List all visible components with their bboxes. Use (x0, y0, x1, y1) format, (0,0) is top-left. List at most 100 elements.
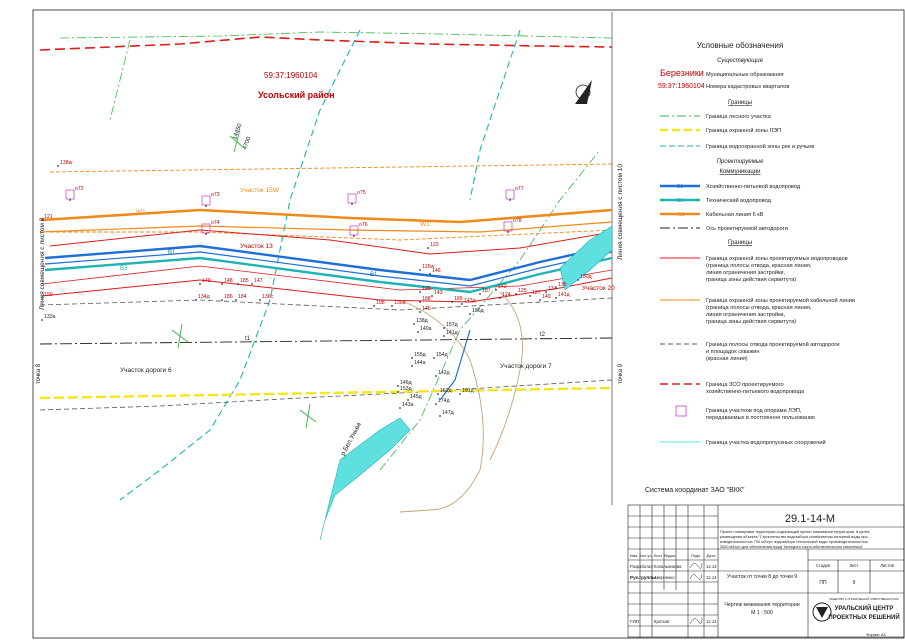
title-block-text: 29.1-14-М Проект планировки территории,с… (630, 513, 900, 637)
pole-box (201, 195, 211, 206)
survey-point (397, 391, 399, 393)
legend-designed: Проектируемые (717, 159, 765, 165)
sheet-header: Лист (849, 563, 858, 568)
legend-title: Условные обозначения (697, 41, 783, 50)
survey-point (529, 295, 531, 297)
point-label: 146д (400, 380, 412, 386)
survey-point (419, 269, 421, 271)
point-label: 145 (422, 306, 431, 312)
company-top: ОБЩЕСТВО С ОГРАНИЧЕННОЙ ОТВЕТСТВЕННОСТЬЮ (829, 597, 899, 601)
point-label: 127 (532, 290, 541, 296)
row3-role: ГИП (630, 619, 639, 624)
point-label: о72 (75, 186, 84, 192)
pole-box (505, 189, 515, 200)
match-line-left-label: Линия совмещения с листом 8 (39, 217, 46, 310)
point-label: о73 (211, 192, 220, 198)
survey-point (417, 331, 419, 333)
tag-t2: t2 (540, 332, 546, 338)
survey-point (495, 289, 497, 291)
legend-road-zone-line: Граница полосы отвода проектируемой авто… (706, 341, 840, 348)
district-label: Усольский район (258, 90, 335, 100)
match-line-right-label: Линия совмещения с листом 10 (617, 164, 624, 260)
header-izm: Изм. (630, 553, 639, 558)
survey-point (479, 293, 481, 295)
survey-point (205, 233, 207, 235)
river (319, 417, 411, 541)
survey-point (353, 235, 355, 237)
water-zone-boundary (119, 29, 361, 501)
project-description-line: изводительностью 700 м3/сут, водозабора … (720, 540, 868, 544)
survey-point (459, 393, 461, 395)
point-label: 141д (446, 330, 458, 336)
point-label: 138д (416, 318, 428, 324)
sheets-header: Листов (880, 563, 894, 568)
terrain-contour-2 (489, 291, 523, 461)
pole-box (347, 193, 357, 204)
point-label: 134д (198, 294, 210, 300)
survey-point (251, 283, 253, 285)
row1-role: Разработал (630, 564, 653, 569)
point-right-label: точка 9 (618, 363, 624, 384)
zso-boundary-top (39, 36, 613, 51)
legend-sample-number-desc: Номера кадастровых кварталов (706, 84, 789, 90)
legend-pipe-zone-line: граница зоны действия сервитута) (706, 276, 796, 283)
legend-cable-zone-line: Граница охранной зоны проектируемой кабе… (706, 297, 855, 304)
title-block (627, 504, 905, 638)
point-label: 188 (422, 296, 431, 302)
survey-point (41, 297, 43, 299)
company-name-2: ПРОЕКТНЫХ РЕШЕНИЙ (828, 613, 899, 621)
point-label: 153д (400, 386, 412, 392)
survey-point (545, 291, 547, 293)
legend-cable-zone-line: граница зоны действия сервитута) (706, 318, 796, 325)
survey-point (509, 199, 511, 201)
legend-poles-line: передаваемых в постоянное пользование (706, 415, 815, 421)
legend-cable-zone-line: (граница полосы отвода, красная линия, (706, 305, 812, 311)
survey-point (69, 199, 71, 201)
point-label: 138w (60, 160, 73, 166)
company-logo-icon (812, 602, 832, 622)
legend-poles-line: Граница участков под опорами ЛЭП, (706, 408, 802, 414)
road-boundary-2 (39, 379, 613, 411)
survey-point (373, 305, 375, 307)
project-description: Проект планировки территории,содержащий … (720, 530, 871, 549)
legend-boundaries-heading: Границы (728, 100, 752, 106)
survey-point (419, 291, 421, 293)
survey-point (411, 357, 413, 359)
point-label: 133а (44, 314, 56, 320)
point-label: 121 (44, 214, 53, 220)
survey-point (235, 299, 237, 301)
survey-point (259, 299, 261, 301)
survey-point (399, 407, 401, 409)
point-label: 189 (454, 296, 463, 302)
legend-pipe-drinking-tag: B1 (677, 184, 683, 190)
point-label: 142 (498, 284, 507, 290)
survey-point (407, 399, 409, 401)
legend-cable-tag: W1 (677, 212, 685, 218)
road-boundary-1 (39, 297, 613, 311)
project-description-line: Проект планировки территории,содержащий … (720, 530, 870, 534)
point-label: 198 (376, 300, 385, 306)
legend-pipe-zone-line: (граница полосы отвода, красная линия, (706, 263, 812, 269)
survey-point (411, 365, 413, 367)
cable-zone-top (49, 163, 613, 173)
point-label: 184 (238, 294, 247, 300)
point-label: 143а (402, 402, 414, 408)
legend-pipe-zone: Граница охранной зоны проектируемых водо… (706, 255, 849, 283)
point-label: 174д (438, 398, 450, 404)
point-label: 146 (432, 268, 441, 274)
point-label: 150д (580, 274, 592, 280)
legend-zso-line: Граница ЗСО проектируемого (706, 382, 784, 388)
row2-date: 12.14 (706, 575, 717, 580)
survey-point (435, 375, 437, 377)
point-label: 126 (422, 286, 431, 292)
pipe-drinking-b1-b (44, 251, 613, 287)
row1-name: Копальникова (654, 564, 682, 569)
road-6-label: Участок дороги 6 (120, 367, 172, 374)
point-label: 147 (254, 278, 263, 284)
north-arrow-icon (575, 80, 592, 104)
point-label: 125 (518, 288, 527, 294)
legend-pipe-tech-tag: B3 (677, 198, 683, 204)
legend-road-zone-line: (красная линия) (706, 356, 748, 362)
company-name-1: УРАЛЬСКИЙ ЦЕНТР (835, 604, 894, 612)
